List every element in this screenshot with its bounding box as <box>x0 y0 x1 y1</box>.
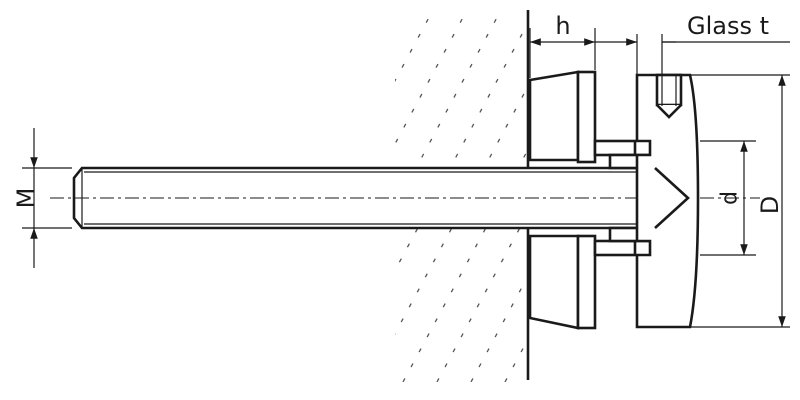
dimension-D: D <box>690 74 790 328</box>
label-d: d <box>718 191 743 205</box>
wall-hatch-stroke <box>470 278 526 382</box>
grub-screw <box>655 73 683 119</box>
wall-hatching <box>395 10 526 382</box>
dimension-glass-t: Glass t <box>595 12 790 74</box>
wall-disc-bottom <box>528 234 597 330</box>
label-h: h <box>555 12 570 40</box>
label-glass-t: Glass t <box>687 12 769 40</box>
front-clamp-disc <box>635 73 700 329</box>
wall-disc-top <box>528 70 597 164</box>
dimension-d: d <box>700 140 756 256</box>
wall-hatch-stroke <box>395 88 526 336</box>
dimension-h: h <box>529 12 596 78</box>
label-M: M <box>12 188 40 209</box>
wall-hatch-stroke <box>436 215 526 382</box>
label-D: D <box>756 196 784 214</box>
dimension-M: M <box>12 128 72 268</box>
wall-hatch-stroke <box>402 151 526 382</box>
